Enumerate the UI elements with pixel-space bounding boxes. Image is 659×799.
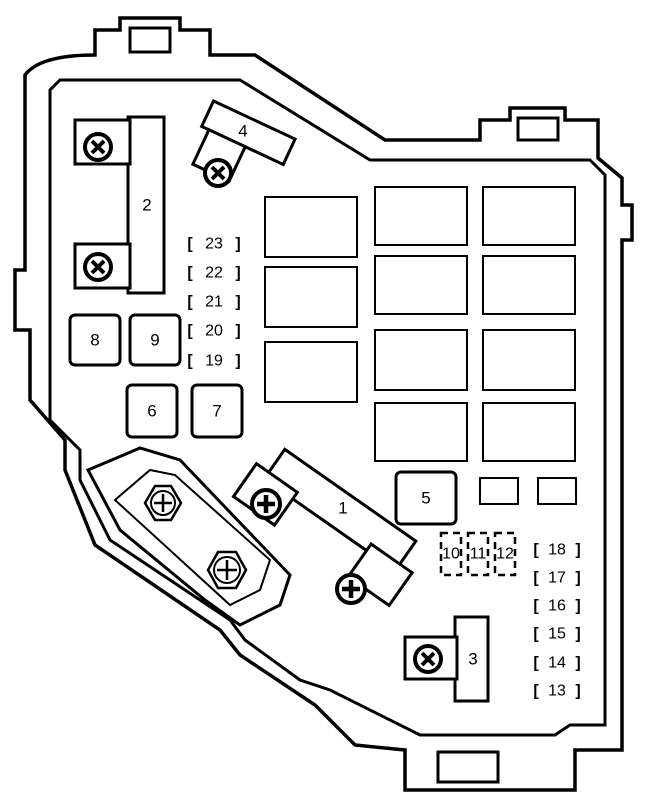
svg-text:]: ] [235, 265, 240, 282]
svg-text:22: 22 [205, 265, 223, 282]
screw-x-icon [83, 132, 113, 162]
mini-fuse: [ 21 ] [187, 294, 240, 311]
svg-text:]: ] [575, 655, 580, 672]
housing-inner-outline [48, 78, 607, 737]
fuse-1-label: 1 [338, 499, 347, 518]
top-tab-right [516, 116, 560, 142]
svg-text:23: 23 [205, 236, 223, 253]
fuse-3-label: 3 [468, 650, 477, 669]
fuse-8-body [68, 313, 122, 367]
fuse-9-body [128, 313, 182, 367]
fuse-8-label: 8 [90, 331, 99, 350]
svg-text:13: 13 [548, 683, 566, 700]
svg-text:[: [ [187, 265, 193, 282]
svg-text:]: ] [235, 294, 240, 311]
svg-text:[: [ [533, 570, 539, 587]
svg-text:19: 19 [205, 353, 223, 370]
svg-text:]: ] [575, 598, 580, 615]
relay-blocks [264, 186, 577, 505]
top-tab-left [128, 26, 172, 54]
svg-text:[: [ [187, 323, 193, 340]
terminal-bolt-icon [206, 550, 248, 590]
svg-text:15: 15 [548, 626, 566, 643]
svg-text:[: [ [533, 542, 539, 559]
svg-text:16: 16 [548, 598, 566, 615]
fuse-11-label: 11 [470, 546, 487, 563]
fuse-6-body [125, 383, 179, 439]
mini-fuse: [ 19 ] [187, 353, 240, 370]
svg-text:]: ] [235, 353, 240, 370]
svg-text:]: ] [575, 570, 580, 587]
fuse-10-label: 10 [442, 546, 460, 563]
fuse-1-body [262, 447, 418, 573]
mini-fuse: [ 18 ] [533, 542, 580, 559]
svg-text:]: ] [235, 323, 240, 340]
svg-text:]: ] [575, 542, 580, 559]
screw-plus-icon [335, 573, 367, 605]
fuse-5-label: 5 [421, 489, 430, 508]
fuse-5-body [394, 470, 458, 526]
svg-text:14: 14 [548, 655, 566, 672]
mini-fuse: [ 15 ] [533, 626, 580, 643]
fuse-2-body [126, 115, 166, 295]
svg-text:]: ] [235, 236, 240, 253]
svg-text:20: 20 [205, 323, 223, 340]
screw-x-icon [83, 252, 113, 282]
mini-fuse: [ 14 ] [533, 655, 580, 672]
svg-text:17: 17 [548, 570, 566, 587]
mini-fuse-column-left: [ 23 ] [ 22 ] [ 21 ] [ 20 ] [ 19 ] [187, 236, 240, 370]
svg-text:18: 18 [548, 542, 566, 559]
mini-fuse: [ 16 ] [533, 598, 580, 615]
fuse-10-11-12: 10 11 12 [439, 531, 517, 577]
mini-fuse: [ 23 ] [187, 236, 240, 253]
screw-x-icon [203, 158, 233, 188]
fuse-12-label: 12 [496, 546, 514, 563]
fuse-4-label: 4 [238, 122, 247, 141]
screw-x-icon [413, 644, 443, 674]
housing-outer-outline [13, 16, 634, 792]
mini-fuse: [ 17 ] [533, 570, 580, 587]
fuse-3-body [453, 615, 490, 703]
screw-plus-icon [250, 488, 282, 520]
svg-text:21: 21 [205, 294, 223, 311]
svg-text:[: [ [533, 626, 539, 643]
fuse-7-body [190, 383, 244, 439]
svg-text:[: [ [533, 598, 539, 615]
terminal-bolt-icon [143, 484, 183, 522]
svg-text:[: [ [187, 236, 193, 253]
mini-fuse: [ 13 ] [533, 683, 580, 700]
fuse-2-label: 2 [142, 196, 151, 215]
fuse-7-label: 7 [212, 402, 221, 421]
fuse-9-label: 9 [150, 331, 159, 350]
fuse-6-label: 6 [147, 402, 156, 421]
svg-text:]: ] [575, 683, 580, 700]
mini-fuse: [ 22 ] [187, 265, 240, 282]
svg-text:]: ] [575, 626, 580, 643]
svg-text:[: [ [187, 294, 193, 311]
svg-text:[: [ [533, 655, 539, 672]
mini-fuse-column-right: [ 18 ] [ 17 ] [ 16 ] [ 15 ] [ 14 ] [ 13 … [533, 542, 580, 700]
mini-fuse: [ 20 ] [187, 323, 240, 340]
svg-text:[: [ [533, 683, 539, 700]
svg-text:[: [ [187, 353, 193, 370]
bottom-tab [436, 750, 500, 784]
